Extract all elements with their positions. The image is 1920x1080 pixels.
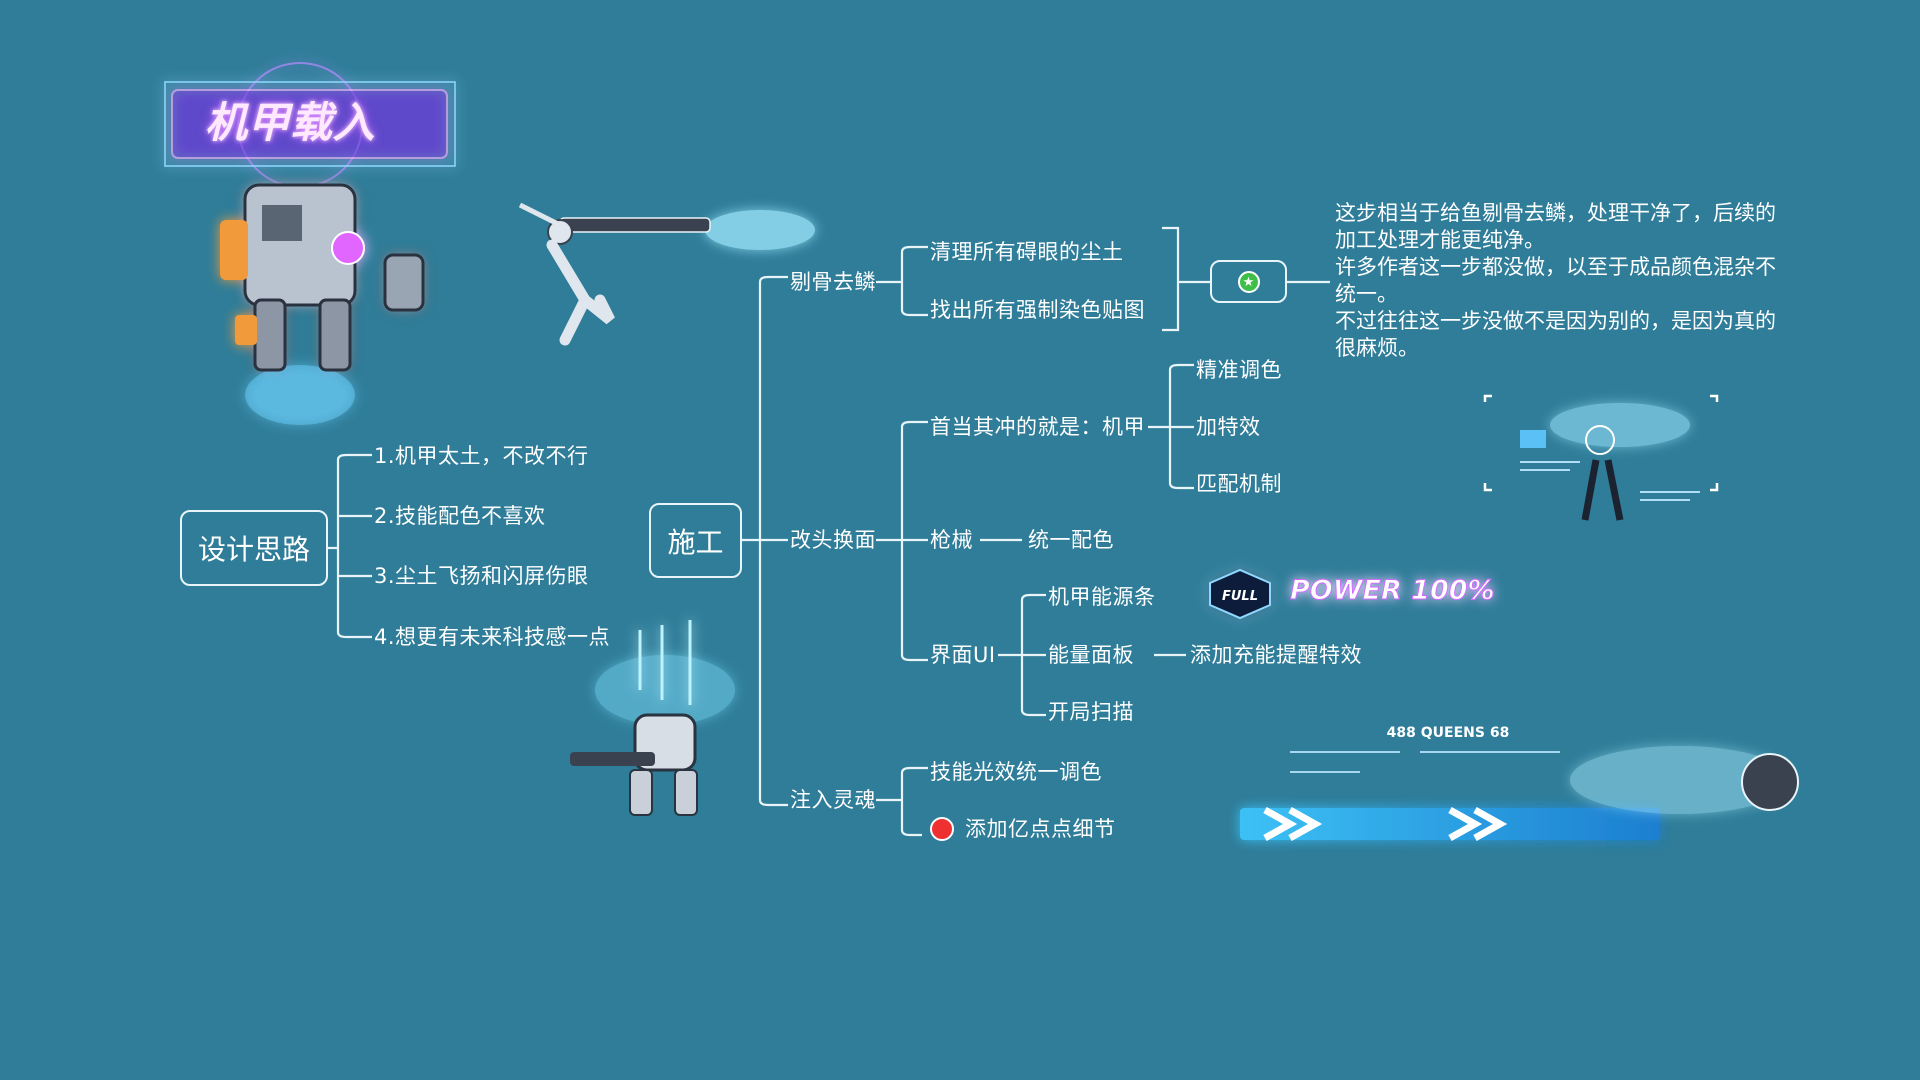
- power-badge-text: FULL: [1222, 589, 1258, 604]
- design-item[interactable]: 1.机甲太土，不改不行: [374, 444, 589, 468]
- mech-node[interactable]: 首当其冲的就是：机甲: [930, 415, 1145, 439]
- ui-panel-child[interactable]: 添加充能提醒特效: [1190, 643, 1362, 667]
- mech-item[interactable]: 匹配机制: [1196, 472, 1282, 496]
- ui-item[interactable]: 机甲能源条: [1048, 585, 1156, 609]
- design-ideas-label: 设计思路: [197, 533, 310, 566]
- build-label: 施工: [667, 525, 724, 559]
- queue-text: 488 QUEENS 68: [1387, 725, 1510, 741]
- note-line: 这步相当于给鱼剔骨去鳞，处理干净了，后续的加工处理才能更纯净。: [1335, 201, 1776, 252]
- mech-item[interactable]: 加特效: [1196, 415, 1261, 439]
- summary-marker[interactable]: ★: [1210, 260, 1287, 303]
- logo-title: 机甲载入: [205, 98, 376, 147]
- power-bar-graphic: FULL POWER 100%: [1209, 568, 1495, 620]
- strip-node[interactable]: 剔骨去鳞: [790, 270, 876, 294]
- ui-node[interactable]: 界面UI: [930, 643, 996, 667]
- note-line: 许多作者这一步都没做，以至于成品颜色混杂不统一。: [1335, 255, 1776, 306]
- queue-bar-graphic: 488 QUEENS 68: [1240, 725, 1799, 842]
- note-line: 不过往往这一步没做不是因为别的，是因为真的很麻烦。: [1335, 309, 1776, 360]
- red-priority-icon: [930, 817, 954, 841]
- design-item[interactable]: 3.尘土飞扬和闪屏伤眼: [374, 564, 589, 588]
- kneeling-mech-graphic: [570, 620, 735, 816]
- design-item[interactable]: 4.想更有未来科技感一点: [374, 625, 611, 649]
- heavy-mech-graphic: [220, 183, 425, 425]
- strip-note: 这步相当于给鱼剔骨去鳞，处理干净了，后续的加工处理才能更纯净。 许多作者这一步都…: [1335, 200, 1785, 362]
- star-icon: ★: [1237, 270, 1260, 293]
- sniper-mech-graphic: [518, 202, 815, 346]
- mech-item[interactable]: 精准调色: [1196, 358, 1282, 382]
- gun-child[interactable]: 统一配色: [1028, 528, 1114, 552]
- ui-item[interactable]: 能量面板: [1048, 643, 1134, 667]
- gun-node[interactable]: 枪械: [930, 528, 973, 552]
- scan-hud-graphic: [1483, 394, 1719, 521]
- power-text: POWER 100%: [1290, 575, 1495, 606]
- build-box[interactable]: 施工: [649, 503, 742, 578]
- soul-item[interactable]: 添加亿点点细节: [965, 817, 1116, 841]
- ui-item[interactable]: 开局扫描: [1048, 700, 1134, 724]
- connector-lines: [328, 226, 1330, 837]
- soul-item[interactable]: 技能光效统一调色: [930, 760, 1102, 784]
- strip-item[interactable]: 找出所有强制染色贴图: [930, 298, 1145, 322]
- makeover-node[interactable]: 改头换面: [790, 528, 876, 552]
- design-ideas-box[interactable]: 设计思路: [180, 510, 328, 586]
- soul-node[interactable]: 注入灵魂: [790, 788, 876, 812]
- design-item[interactable]: 2.技能配色不喜欢: [374, 504, 546, 528]
- strip-item[interactable]: 清理所有碍眼的尘土: [930, 240, 1124, 264]
